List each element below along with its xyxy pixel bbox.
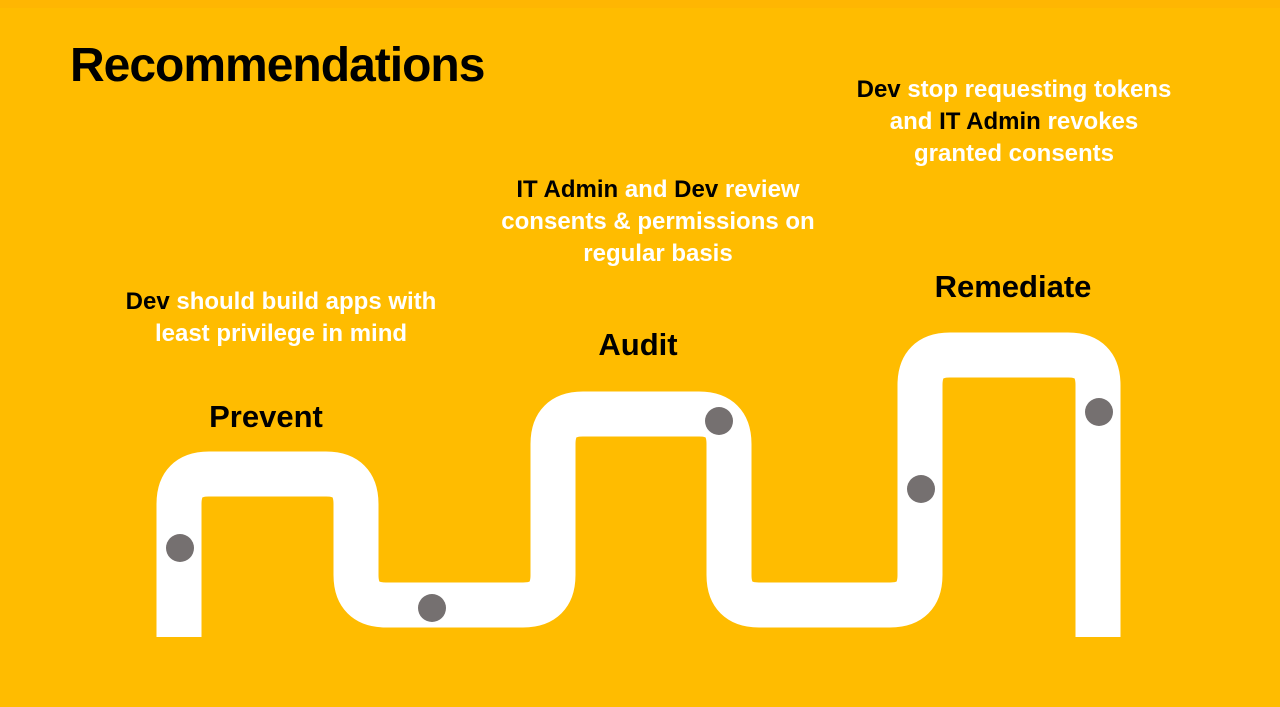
milestone-dot-4 xyxy=(907,475,935,503)
winding-road-path xyxy=(156,332,1121,637)
remediate-description: Dev stop requesting tokens and IT Admin … xyxy=(833,74,1195,170)
text-line: IT Admin and Dev review xyxy=(477,174,839,206)
text-segment: and xyxy=(618,176,675,203)
milestone-dot-3 xyxy=(705,407,733,435)
text-segment: IT Admin xyxy=(516,176,619,203)
text-segment: stop requesting tokens xyxy=(900,76,1172,103)
text-segment: revokes xyxy=(1040,108,1139,135)
text-line: regular basis xyxy=(477,238,839,270)
text-segment: regular basis xyxy=(583,240,733,267)
text-segment: granted consents xyxy=(913,140,1115,167)
milestone-dot-5 xyxy=(1085,398,1113,426)
slide-title: Recommendations xyxy=(70,39,485,92)
text-line: least privilege in mind xyxy=(100,318,462,350)
milestone-dot-2 xyxy=(418,594,446,622)
stage-label-remediate: Remediate xyxy=(934,269,1092,304)
milestone-dot-1 xyxy=(166,534,194,562)
text-segment: least privilege in mind xyxy=(154,320,408,347)
stage-label-audit: Audit xyxy=(598,327,678,362)
text-line: consents & permissions on xyxy=(477,206,839,238)
text-segment: and xyxy=(889,108,940,135)
text-line: Dev stop requesting tokens xyxy=(833,74,1195,106)
stage-label-prevent: Prevent xyxy=(209,399,323,434)
text-segment: IT Admin xyxy=(939,108,1041,135)
text-segment: Dev xyxy=(856,76,901,103)
prevent-description: Dev should build apps with least privile… xyxy=(100,286,462,350)
text-segment: review xyxy=(718,176,800,203)
text-segment: should build apps with xyxy=(169,288,437,315)
top-edge-strip xyxy=(0,0,1280,8)
text-line: Dev should build apps with xyxy=(100,286,462,318)
text-segment: consents & permissions on xyxy=(501,208,815,235)
text-line: and IT Admin revokes xyxy=(833,106,1195,138)
audit-description: IT Admin and Dev review consents & permi… xyxy=(477,174,839,270)
text-line: granted consents xyxy=(833,138,1195,170)
text-segment: Dev xyxy=(125,288,170,315)
text-segment: Dev xyxy=(674,176,719,203)
